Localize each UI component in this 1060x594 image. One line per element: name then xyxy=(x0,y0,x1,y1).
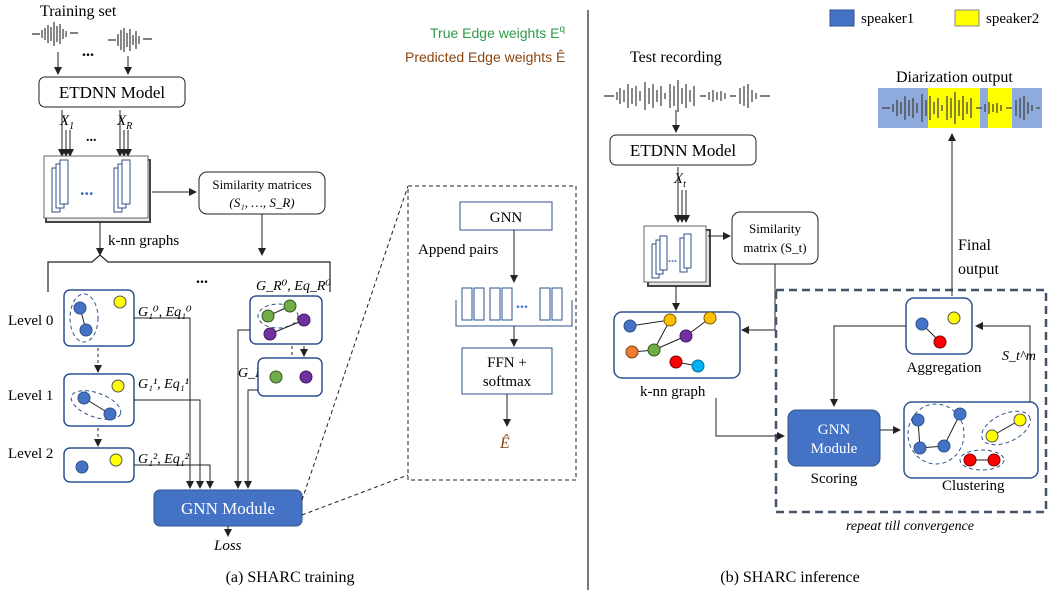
scoring-label: Scoring xyxy=(811,471,858,487)
xr-label: XR xyxy=(116,113,132,132)
gnn-scoring-line2: Module xyxy=(811,441,858,457)
graphs-brace xyxy=(47,254,331,292)
svg-text:...: ... xyxy=(516,295,528,312)
knn-graphs-label: k-nn graphs xyxy=(108,233,179,249)
ffn-line2: softmax xyxy=(483,374,532,390)
ffn-softmax-box xyxy=(461,347,553,395)
training-set-label: Training set xyxy=(40,3,117,20)
inference-embeddings: ... xyxy=(643,225,711,287)
etdnn-inference-box xyxy=(609,134,757,166)
similarity-matrix-box xyxy=(731,211,819,265)
aggregation-graph xyxy=(905,297,973,355)
gr0-label: G_R⁰, Eq_R⁰ xyxy=(256,279,331,294)
speaker1-label: speaker1 xyxy=(861,11,914,27)
graph-gr-level0 xyxy=(249,295,323,345)
x1-label: X1 xyxy=(59,113,74,132)
waveform-icon xyxy=(32,22,78,46)
sim-inf-line2: matrix (S_t) xyxy=(743,240,806,255)
etdnn-model-box xyxy=(38,76,186,108)
g12-label: G₁², Eq₁² xyxy=(138,452,190,467)
stm-label: S_t^m xyxy=(1002,349,1036,364)
diarization-output-label: Diarization output xyxy=(896,69,1013,86)
ffn-line1: FFN + xyxy=(487,355,527,371)
sim-inf-line1: Similarity xyxy=(749,221,802,236)
final-line2: output xyxy=(958,261,999,278)
waveform-icon xyxy=(604,80,770,112)
speaker2-swatch xyxy=(954,9,980,27)
svg-text:...: ... xyxy=(80,179,94,199)
clustering-graph xyxy=(903,401,1039,479)
clustering-label: Clustering xyxy=(942,478,1005,494)
sim-line1: Similarity matrices xyxy=(212,177,311,192)
g11-label: G₁¹, Eq₁¹ xyxy=(138,377,189,392)
graph-g1-level1 xyxy=(63,373,135,427)
gnn-module-label: GNN Module xyxy=(181,499,275,518)
aggregation-label: Aggregation xyxy=(907,360,982,376)
gnn-zoom-box xyxy=(407,185,577,481)
svg-text:...: ... xyxy=(668,251,677,265)
legend-true-weights: True Edge weights Eq xyxy=(430,24,565,41)
sim-line2: (S₁, …, S_R) xyxy=(229,195,294,210)
graph-g1-level0 xyxy=(63,289,135,347)
ellipsis: ... xyxy=(82,43,94,60)
zoom-gnn-box xyxy=(459,201,553,231)
test-recording-label: Test recording xyxy=(630,49,722,66)
legend-predicted-weights: Predicted Edge weights Ê xyxy=(405,49,565,65)
graph-g1-level2 xyxy=(63,447,135,483)
append-pairs-label: Append pairs xyxy=(418,242,499,258)
inference-caption: (b) SHARC inference xyxy=(720,569,860,586)
knn-graph-inference xyxy=(613,311,741,379)
loss-label: Loss xyxy=(213,538,242,554)
gnn-scoring-box xyxy=(787,409,881,467)
e-hat-label: Ê xyxy=(499,433,510,452)
ellipsis: ... xyxy=(86,130,97,145)
xt-label: Xt xyxy=(673,171,686,190)
embeddings-stack: ... xyxy=(43,155,151,223)
ellipsis: ... xyxy=(196,270,208,287)
etdnn-label: ETDNN Model xyxy=(59,83,166,102)
etdnn-inference-label: ETDNN Model xyxy=(630,141,737,160)
level2-label: Level 2 xyxy=(8,446,53,462)
graph-gr-level1 xyxy=(257,357,323,397)
g10-label: G₁⁰, Eq₁⁰ xyxy=(138,305,192,320)
gnn-scoring-line1: GNN xyxy=(818,422,851,438)
iteration-loop-box xyxy=(774,288,1048,514)
zoom-gnn-label: GNN xyxy=(490,210,523,226)
level1-label: Level 1 xyxy=(8,388,53,404)
speaker2-label: speaker2 xyxy=(986,11,1039,27)
final-line1: Final xyxy=(958,237,991,254)
level0-label: Level 0 xyxy=(8,313,53,329)
repeat-label: repeat till convergence xyxy=(846,519,974,534)
training-caption: (a) SHARC training xyxy=(226,569,355,586)
pair-vectors: ... xyxy=(455,287,573,327)
diarization-output-strip xyxy=(878,88,1042,128)
knn-graph-label: k-nn graph xyxy=(640,384,706,400)
waveform-icon xyxy=(108,28,152,52)
speaker1-swatch xyxy=(829,9,855,27)
